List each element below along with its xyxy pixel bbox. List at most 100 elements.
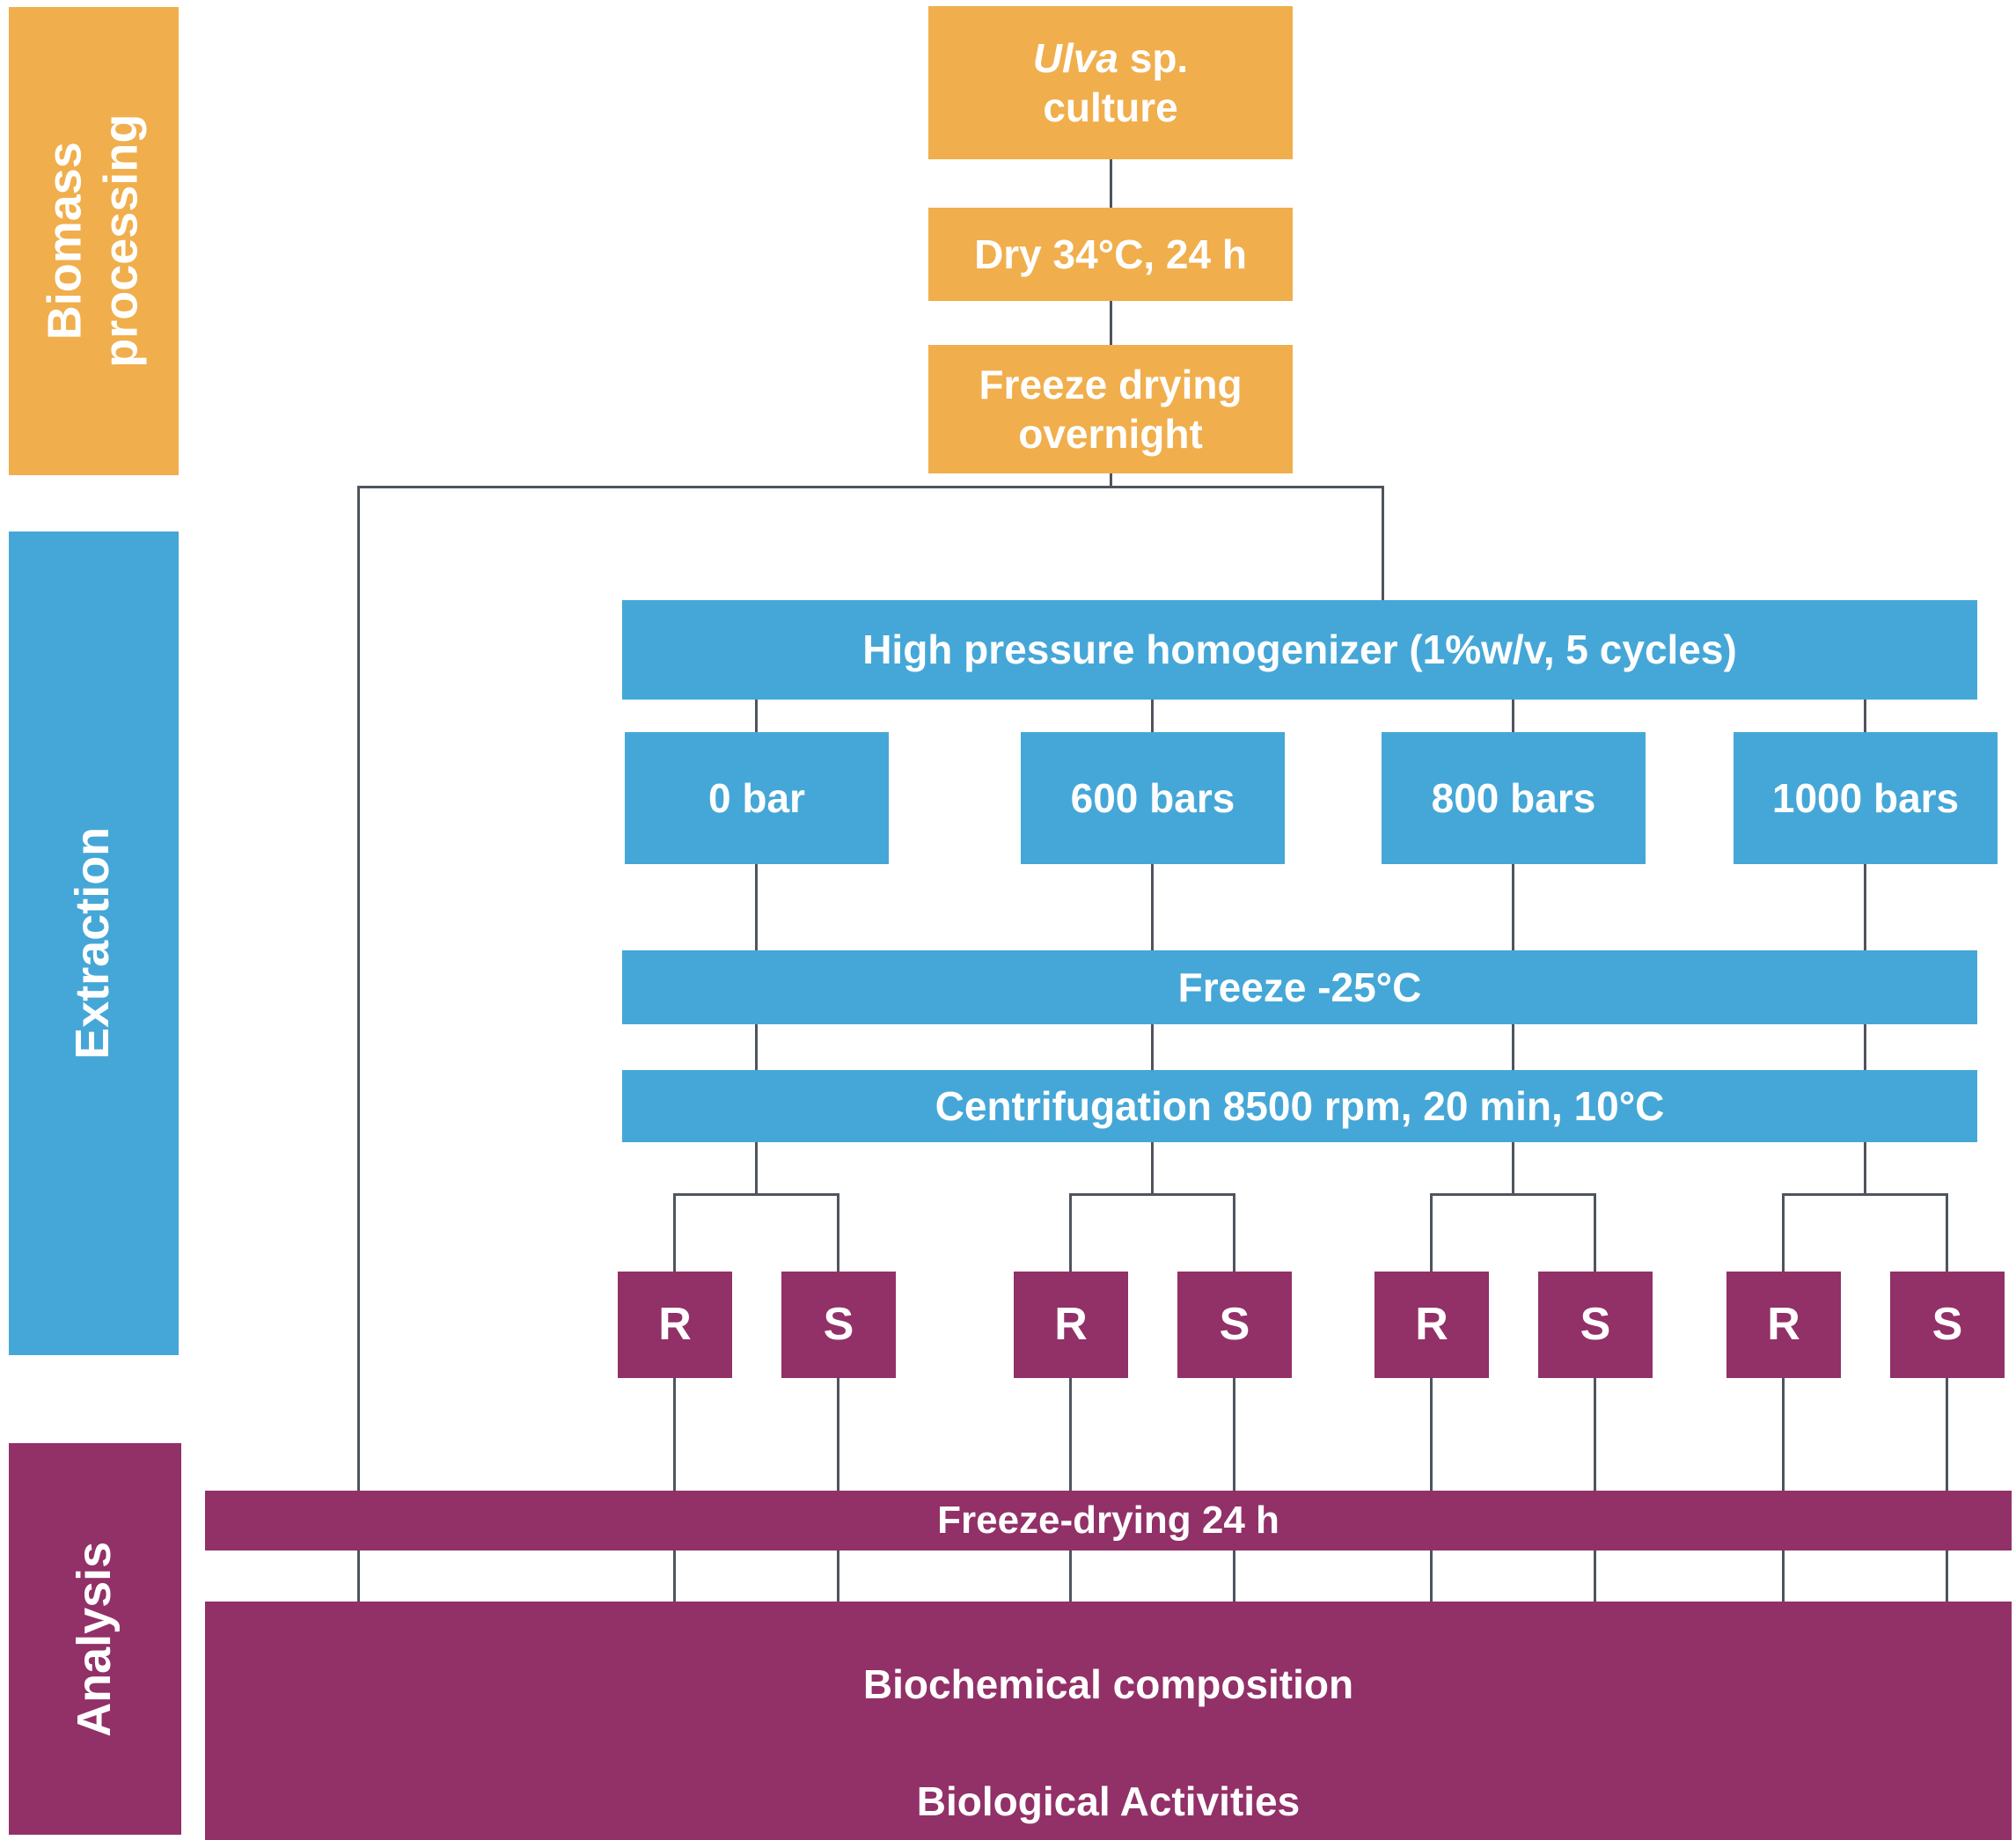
connector-line [1946, 1378, 1948, 1491]
flow-box-s-fraction-4: S [1890, 1272, 2005, 1378]
connector-line [755, 1142, 758, 1196]
pressure-label: 600 bars [1070, 774, 1235, 821]
connector-line [1151, 700, 1154, 732]
connector-line [1512, 1142, 1514, 1196]
r-label: R [658, 1298, 692, 1350]
connector-line [1594, 1193, 1596, 1272]
connector-line [1783, 1193, 1948, 1196]
sidebar-extraction: Extraction [9, 531, 179, 1355]
connector-line [1233, 1193, 1235, 1272]
ulva-species-italic: Ulva [1032, 34, 1118, 81]
biochemical-composition-label: Biochemical composition [862, 1661, 1354, 1708]
sidebar-biomass-processing: Biomass processing [9, 7, 179, 475]
connector-line [837, 1193, 839, 1272]
s-label: S [823, 1298, 854, 1350]
connector-line [673, 1193, 676, 1272]
connector-line [674, 1193, 839, 1196]
pressure-label: 800 bars [1431, 774, 1596, 821]
connector-line [1782, 1550, 1785, 1602]
connector-line [1151, 864, 1154, 950]
sidebar-analysis-label: Analysis [68, 1541, 121, 1737]
flow-box-dry: Dry 34°C, 24 h [928, 208, 1293, 301]
connector-line [1782, 1378, 1785, 1491]
flow-box-r-fraction-1: R [618, 1272, 732, 1378]
connector-line [1864, 1024, 1866, 1070]
flow-box-ulva-culture: Ulva sp. culture [928, 6, 1293, 159]
s-label: S [1580, 1298, 1611, 1350]
centrifugation-label: Centrifugation 8500 rpm, 20 min, 10°C [935, 1082, 1665, 1129]
connector-line [755, 1024, 758, 1070]
connector-line [1512, 700, 1514, 732]
flow-box-800-bars: 800 bars [1382, 732, 1646, 864]
flow-bar-centrifugation: Centrifugation 8500 rpm, 20 min, 10°C [622, 1070, 1977, 1142]
connector-line [1864, 864, 1866, 950]
sidebar-analysis: Analysis [9, 1443, 181, 1835]
flow-box-600-bars: 600 bars [1021, 732, 1285, 864]
r-label: R [1767, 1298, 1800, 1350]
connector-line [673, 1550, 676, 1602]
flow-box-1000-bars: 1000 bars [1734, 732, 1998, 864]
freeze-drying-24h-label: Freeze-drying 24 h [937, 1499, 1279, 1543]
flow-box-s-fraction-2: S [1177, 1272, 1292, 1378]
connector-line [1431, 1193, 1596, 1196]
sidebar-extraction-label: Extraction [66, 826, 120, 1060]
connector-line [1864, 1142, 1866, 1196]
freeze-drying-overnight-label: Freeze drying overnight [979, 361, 1243, 457]
r-label: R [1415, 1298, 1448, 1350]
connector-line [1864, 700, 1866, 732]
connector-line [1382, 486, 1384, 600]
pressure-label: 0 bar [708, 774, 805, 821]
connector-line-bypass [357, 486, 360, 1491]
connector-line [1512, 864, 1514, 950]
connector-line [1233, 1378, 1235, 1491]
connector-line [1069, 1550, 1072, 1602]
connector-line [1070, 1193, 1235, 1196]
connector-line [1430, 1193, 1433, 1272]
flow-box-r-fraction-3: R [1375, 1272, 1489, 1378]
ulva-culture-line2: culture [1043, 84, 1178, 130]
flow-bar-freeze-minus-25: Freeze -25°C [622, 950, 1977, 1024]
connector-line [837, 1550, 839, 1602]
s-label: S [1932, 1298, 1963, 1350]
connector-line [1430, 1378, 1433, 1491]
r-label: R [1054, 1298, 1088, 1350]
connector-line-bypass [357, 1550, 360, 1602]
dry-label: Dry 34°C, 24 h [974, 231, 1247, 277]
flow-box-s-fraction-1: S [781, 1272, 896, 1378]
connector-line [1110, 301, 1112, 345]
connector-line [357, 486, 1384, 488]
ulva-culture-line1: Ulva sp. [1033, 33, 1188, 83]
ulva-species-suffix: sp. [1118, 34, 1189, 81]
pressure-label: 1000 bars [1771, 774, 1960, 821]
flow-bar-freeze-drying-24h: Freeze-drying 24 h [205, 1491, 2012, 1550]
flow-bar-homogenizer: High pressure homogenizer (1%w/v, 5 cycl… [622, 600, 1977, 700]
freeze-minus-25-label: Freeze -25°C [1177, 964, 1422, 1010]
connector-line [837, 1378, 839, 1491]
connector-line [755, 864, 758, 950]
connector-line [1594, 1550, 1596, 1602]
connector-line [1069, 1193, 1072, 1272]
connector-line [1946, 1193, 1948, 1272]
s-label: S [1219, 1298, 1250, 1350]
connector-line [1946, 1550, 1948, 1602]
sidebar-biomass-processing-label: Biomass processing [38, 114, 148, 369]
connector-line [1110, 159, 1112, 208]
connector-line [755, 700, 758, 732]
flow-box-analysis-outcomes: Biochemical composition Biological Activ… [205, 1602, 2012, 1840]
connector-line [1782, 1193, 1785, 1272]
homogenizer-label: High pressure homogenizer (1%w/v, 5 cycl… [862, 627, 1737, 673]
connector-line [1151, 1024, 1154, 1070]
flow-box-0-bar: 0 bar [625, 732, 889, 864]
flow-box-r-fraction-4: R [1726, 1272, 1841, 1378]
connector-line [1430, 1550, 1433, 1602]
flow-box-s-fraction-3: S [1538, 1272, 1653, 1378]
connector-line [1151, 1142, 1154, 1196]
flow-box-r-fraction-2: R [1014, 1272, 1128, 1378]
connector-line [673, 1378, 676, 1491]
biological-activities-label: Biological Activities [916, 1778, 1301, 1824]
connector-line [1110, 473, 1112, 488]
flow-box-freeze-drying-overnight: Freeze drying overnight [928, 345, 1293, 473]
connector-line [1512, 1024, 1514, 1070]
connector-line [1233, 1550, 1235, 1602]
